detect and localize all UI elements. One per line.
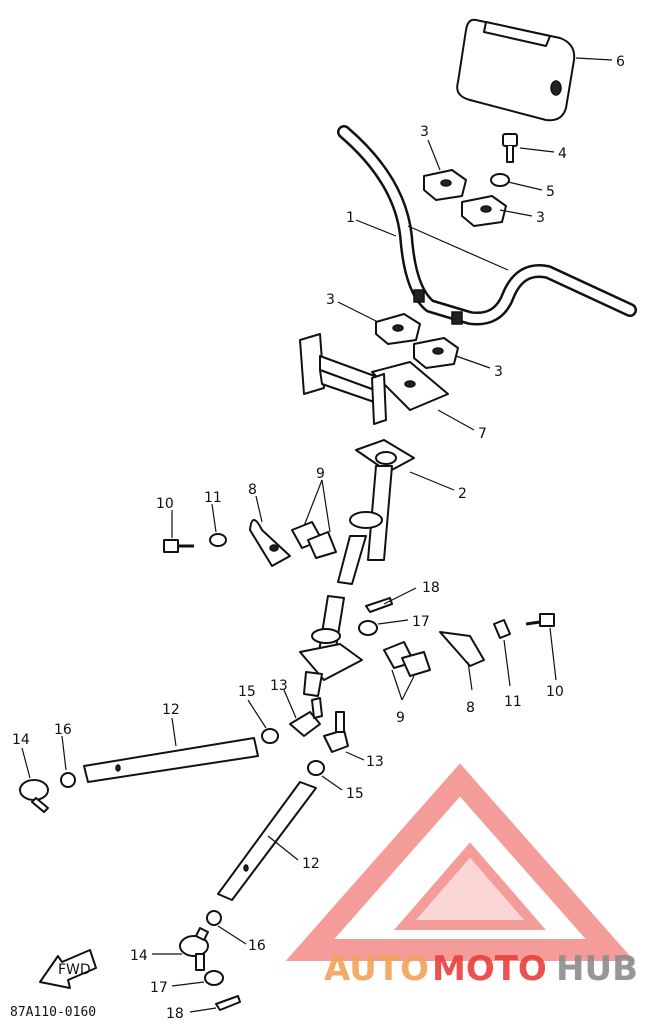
handlebar-holder-lower-right [413, 337, 459, 369]
callout-3: 3 [326, 292, 335, 308]
callout-14: 14 [12, 732, 30, 748]
callout-10: 10 [156, 496, 174, 512]
watermark-auto: AUTO [324, 949, 429, 989]
callout-14: 14 [130, 948, 148, 964]
bolt-right [525, 613, 555, 627]
handlebar-holder-lower-left [375, 313, 421, 345]
handlebar-part [337, 125, 637, 326]
tie-rod-diagonal [217, 781, 317, 901]
callout-3: 3 [420, 124, 429, 140]
steering-column-lower [299, 595, 363, 697]
callout-16: 16 [54, 722, 72, 738]
callout-7: 7 [478, 426, 487, 442]
ball-joint-13-right [323, 711, 349, 753]
callout-16: 16 [248, 938, 266, 954]
callout-15: 15 [238, 684, 256, 700]
callout-3: 3 [536, 210, 545, 226]
callout-9: 9 [316, 466, 325, 482]
callout-labels: 6 4 5 3 3 1 3 3 7 2 10 11 8 9 18 17 9 8 … [12, 54, 625, 1022]
callout-18: 18 [422, 580, 440, 596]
bushing-holder-left [249, 519, 291, 567]
callout-15: 15 [346, 786, 364, 802]
nut-15-left [261, 728, 279, 744]
callout-1: 1 [346, 210, 355, 226]
fwd-arrow-icon: FWD [39, 949, 97, 989]
callout-6: 6 [616, 54, 625, 70]
callout-8: 8 [466, 700, 475, 716]
callout-8: 8 [248, 482, 257, 498]
callout-5: 5 [546, 184, 555, 200]
ball-joint-13-left [289, 697, 323, 737]
svg-text:FWD: FWD [58, 962, 91, 978]
bolt-left [163, 539, 194, 553]
watermark-hub: HUB [556, 949, 638, 989]
handlebar-cover-part [456, 18, 576, 122]
callout-18: 18 [166, 1006, 184, 1022]
callout-12: 12 [162, 702, 180, 718]
nut-upper [358, 620, 378, 636]
callout-11: 11 [204, 490, 222, 506]
handlebar-holder-upper-left [423, 169, 467, 201]
nut-16-left [60, 772, 76, 788]
nut-16-right [206, 910, 222, 926]
callout-17: 17 [412, 614, 430, 630]
callout-2: 2 [458, 486, 467, 502]
callout-3: 3 [494, 364, 503, 380]
cotter-pin-lower [215, 995, 241, 1011]
callout-10: 10 [546, 684, 564, 700]
bushing-pair-right [383, 641, 431, 677]
tie-rod-end-14-left [19, 779, 49, 813]
callout-13: 13 [270, 678, 288, 694]
callout-4: 4 [558, 146, 567, 162]
cotter-pin-upper [365, 597, 393, 613]
callout-9: 9 [396, 710, 405, 726]
callout-13: 13 [366, 754, 384, 770]
handlebar-holder-upper-right [461, 195, 507, 227]
bolt-part [502, 133, 518, 163]
bushing-holder-right [439, 631, 485, 667]
clip-left [209, 533, 227, 547]
nut-17-lower [204, 970, 224, 986]
bushing-pair-left [291, 521, 337, 559]
watermark-moto: MOTO [432, 949, 547, 989]
tie-rod-end-14-right [179, 927, 209, 971]
leader-lines [21, 57, 613, 1013]
tie-rod-horizontal [83, 737, 259, 783]
watermark-text: AUTO MOTO HUB [324, 949, 638, 989]
drawing-code: 87A110-0160 [10, 1005, 96, 1020]
steering-column-part [337, 439, 415, 585]
clip-right [493, 619, 511, 639]
washer-part [490, 173, 510, 187]
nut-15-right [307, 760, 325, 776]
callout-11: 11 [504, 694, 522, 710]
callout-17: 17 [150, 980, 168, 996]
bracket-part [299, 333, 449, 425]
watermark-logo-icon [285, 763, 635, 961]
callout-12: 12 [302, 856, 320, 872]
